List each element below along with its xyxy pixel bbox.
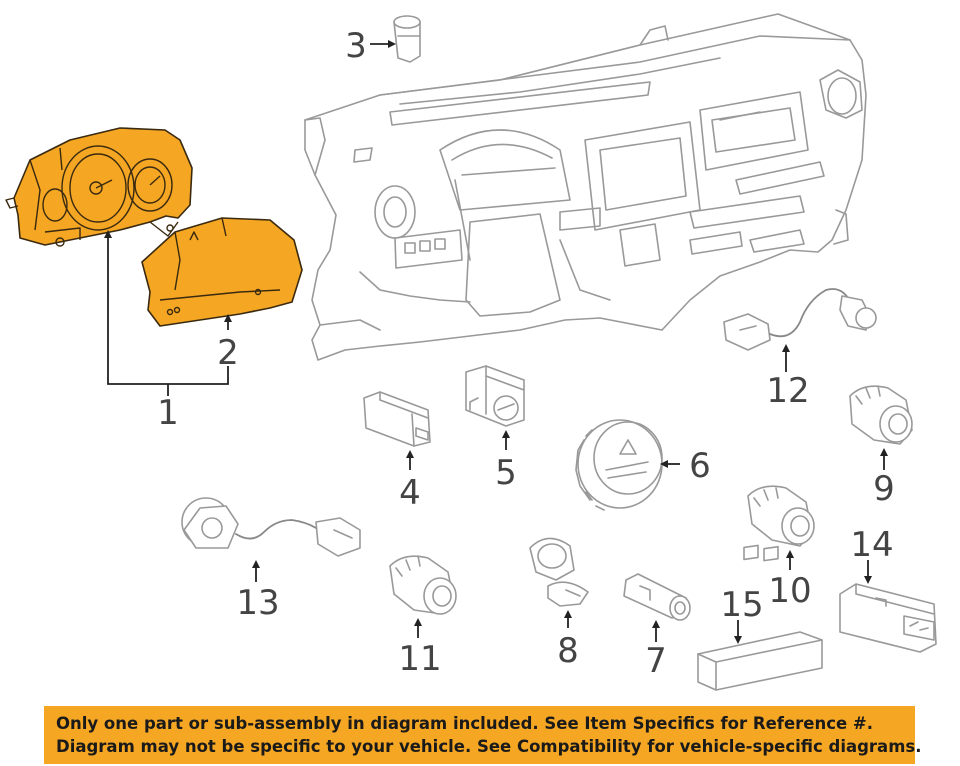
part-9-knob — [849, 385, 913, 445]
part-4-switch — [363, 391, 431, 447]
callout-3: 3 — [345, 26, 367, 66]
part-10-knob — [747, 485, 815, 547]
callout-4: 4 — [399, 473, 421, 513]
callout-1: 1 — [157, 393, 179, 433]
callout-15: 15 — [720, 585, 763, 625]
part-13-harness — [181, 497, 361, 557]
disclaimer-line-1: Only one part or sub-assembly in diagram… — [56, 714, 874, 733]
leader-lines — [104, 40, 888, 644]
part-3-knob — [393, 15, 421, 63]
callout-14: 14 — [850, 525, 893, 565]
part-14-usb-port — [839, 583, 937, 653]
callout-13: 13 — [236, 583, 279, 623]
instrument-cluster-assembly — [5, 127, 193, 247]
callout-11: 11 — [398, 639, 441, 679]
callout-9: 9 — [873, 469, 895, 509]
part-5-switch-block — [465, 365, 525, 427]
callout-numbers: 1 2 3 4 5 6 7 8 9 10 11 12 13 14 15 — [157, 26, 895, 681]
callout-6: 6 — [689, 446, 711, 486]
cluster-housing — [141, 217, 303, 327]
callout-10: 10 — [768, 571, 811, 611]
callout-8: 8 — [557, 631, 579, 671]
part-15-switch-panel — [697, 544, 823, 691]
part-12-harness — [723, 288, 877, 351]
disclaimer-line-2: Diagram may not be specific to your vehi… — [56, 737, 922, 756]
callout-5: 5 — [495, 453, 517, 493]
part-8-jack — [529, 537, 589, 607]
callout-7: 7 — [645, 641, 667, 681]
dashboard-panel — [304, 13, 867, 361]
callout-2: 2 — [217, 333, 239, 373]
part-11-knob — [389, 555, 457, 615]
part-7-socket — [623, 573, 691, 621]
part-6-rotary-control — [575, 419, 663, 511]
disclaimer-banner: Only one part or sub-assembly in diagram… — [44, 706, 922, 764]
callout-12: 12 — [766, 371, 809, 411]
